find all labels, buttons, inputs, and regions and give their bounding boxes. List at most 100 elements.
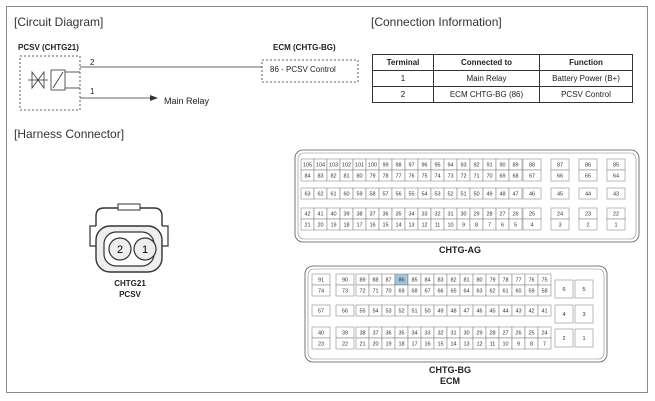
pcsv-caption-2: PCSV [119,290,141,299]
pin-label: 29 [473,212,479,218]
pin-label: 96 [421,163,427,169]
pin-label: 52 [398,309,404,315]
circuit-diagram-title: [Circuit Diagram] [14,15,104,29]
pin-label: 65 [585,174,591,180]
pin-label: 70 [385,289,391,295]
table-row: 2 ECM CHTG-BG (86) PCSV Control [372,86,633,103]
pin-label: 94 [447,163,453,169]
pin-label: 48 [499,192,505,198]
pin-label: 74 [434,174,440,180]
pin-label: 71 [372,289,378,295]
pin-label: 13 [463,342,469,348]
pin-label: 36 [385,331,391,337]
pin-label: 67 [529,174,535,180]
pin-label: 13 [408,223,414,229]
pin-label: 53 [434,192,440,198]
pin-label: 61 [330,192,336,198]
pin-label: 50 [424,309,430,315]
pin-label: 8 [475,223,478,229]
pin-label: 84 [304,174,310,180]
pin-label: 45 [489,309,495,315]
pin-cell [574,304,594,324]
pin-label: 32 [437,331,443,337]
bg-caption-2: ECM [440,376,460,386]
wire-2-number: 2 [90,58,95,67]
pin-label: 58 [369,192,375,198]
pin-label: 54 [372,309,378,315]
pin-label: 83 [437,278,443,284]
pin-label: 22 [613,212,619,218]
pin-cell [311,304,331,317]
pin-label: 82 [330,174,336,180]
pin-label: 51 [411,309,417,315]
pin-label: 68 [512,174,518,180]
pin-label: 52 [447,192,453,198]
pin-label: 101 [355,163,364,169]
pin-label: 72 [359,289,365,295]
pin-cell [311,337,331,350]
pcsv-caption-1: CHTG21 [114,279,146,288]
pin-label: 32 [434,212,440,218]
pin-cell [537,337,552,350]
pin-label: 9 [517,342,520,348]
pin-label: 17 [356,223,362,229]
pin-label: 105 [303,163,312,169]
col-function: Function [539,54,633,71]
pin-cell [550,169,570,182]
col-connected-to: Connected to [433,54,540,71]
pin-cell [522,169,542,182]
pin-cell [606,187,626,200]
pin-label: 24 [541,331,547,337]
pin-cell [508,187,523,200]
pin-label: 43 [515,309,521,315]
pin-cell [537,284,552,297]
ecm-pin-label: 86 - PCSV Control [270,65,336,74]
pin-label: 62 [489,289,495,295]
table-cell: PCSV Control [539,86,633,103]
pin-label: 17 [411,342,417,348]
pin-label: 14 [395,223,401,229]
pin-label: 15 [437,342,443,348]
pin-label: 66 [557,174,563,180]
pin-label: 75 [541,278,547,284]
pin-label: 57 [382,192,388,198]
pin-label: 33 [424,331,430,337]
pin-cell [606,218,626,231]
pin-label: 86 [398,278,404,284]
pin-label: 37 [369,212,375,218]
pin-label: 26 [512,212,518,218]
pin-label: 73 [447,174,453,180]
pin-label: 20 [372,342,378,348]
pin-label: 74 [318,289,324,295]
pin-label: 54 [421,192,427,198]
pin-label: 11 [490,342,496,348]
pin-label: 20 [317,223,323,229]
pin-label: 63 [476,289,482,295]
pcsv-pin-1 [133,237,157,261]
pin-label: 3 [558,223,561,229]
pin-label: 38 [356,212,362,218]
ag-caption: CHTG-AG [439,245,481,255]
pin-label: 25 [528,331,534,337]
pin-label: 72 [460,174,466,180]
pin-label: 90 [342,278,348,284]
pin-label: 76 [408,174,414,180]
pin-label: 76 [528,278,534,284]
pin-cell [578,187,598,200]
pin-label: 68 [411,289,417,295]
pin-label: 35 [395,212,401,218]
pin-label: 85 [613,163,619,169]
pin-label: 60 [515,289,521,295]
pin-label: 9 [462,223,465,229]
pin-label: 4 [562,312,565,318]
pin-label: 30 [463,331,469,337]
pin-cell [335,304,355,317]
pin-label: 33 [421,212,427,218]
pin-label: 93 [460,163,466,169]
pin-label: 15 [382,223,388,229]
pin-label: 11 [435,223,441,229]
pin-label: 45 [557,192,563,198]
pin-label: 3 [582,312,585,318]
